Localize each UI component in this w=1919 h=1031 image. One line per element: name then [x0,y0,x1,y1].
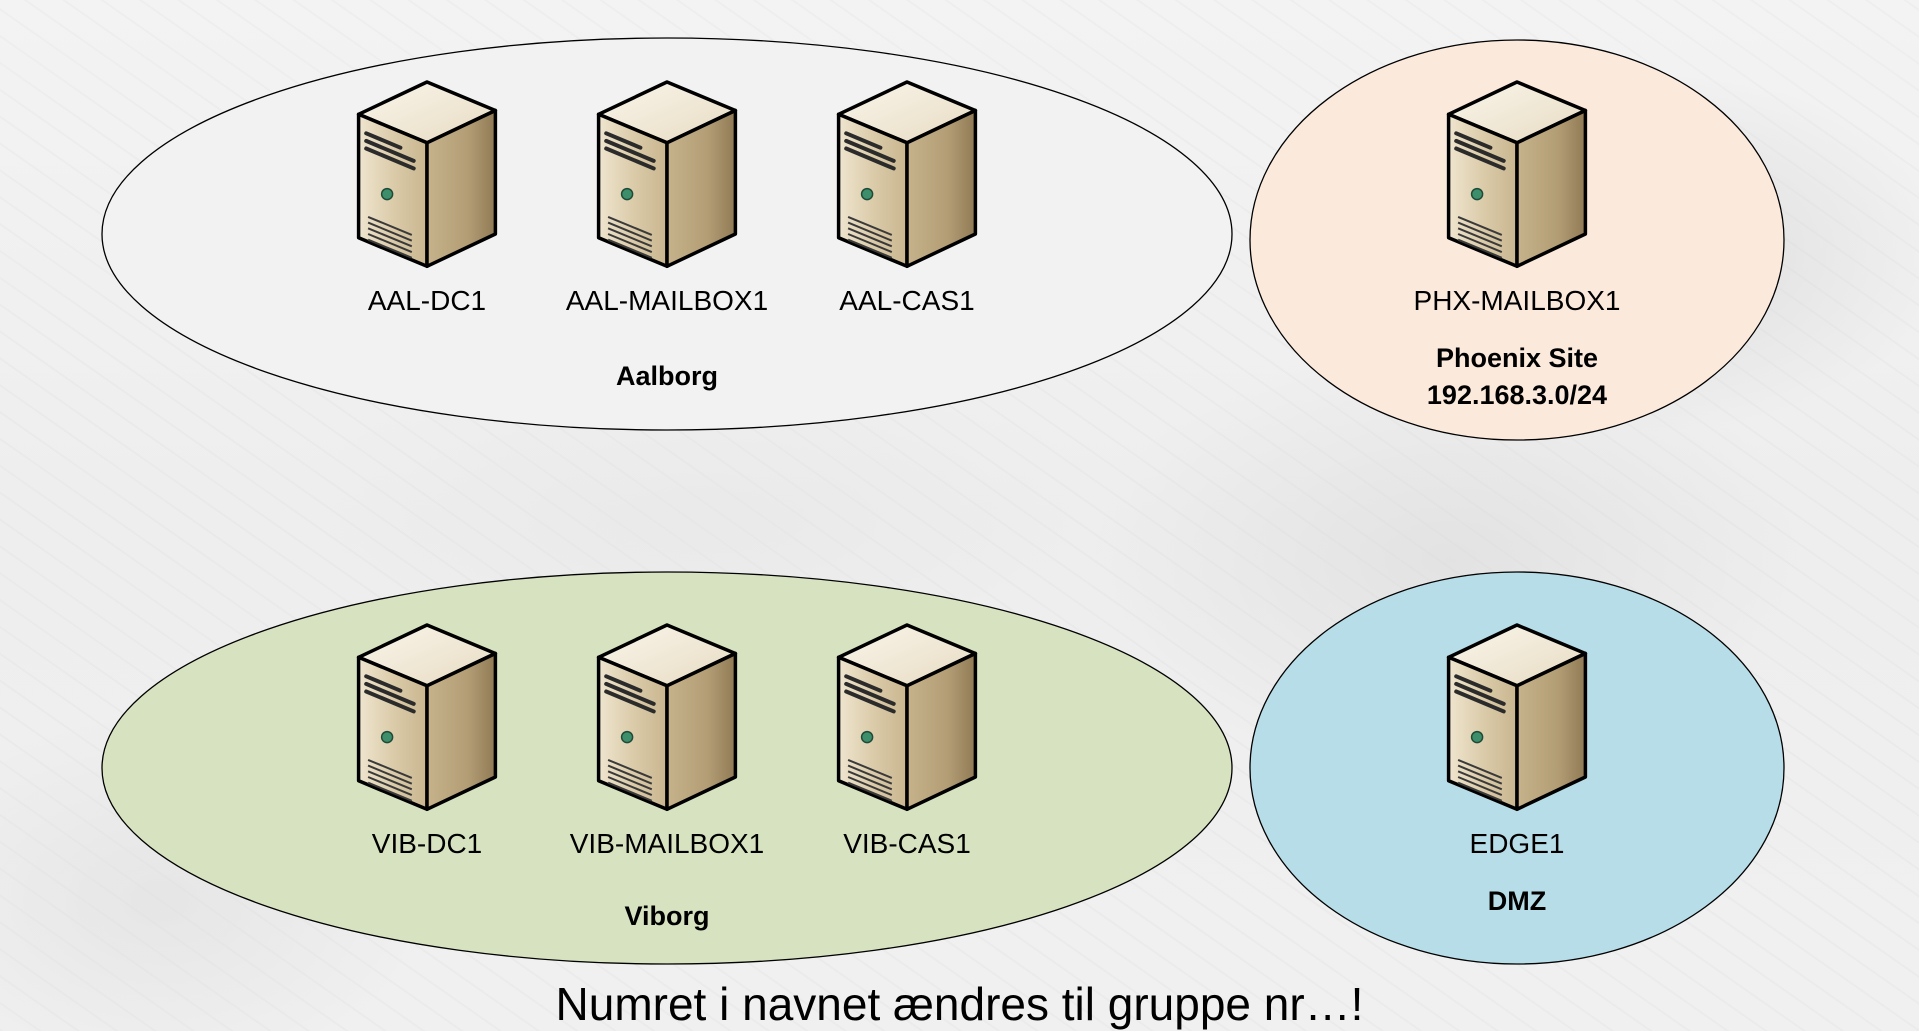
server-name-vib-cas1: VIB-CAS1 [843,828,971,859]
server-icon [1446,80,1588,269]
site-aalborg-label: Aalborg [616,361,718,391]
server-icon [836,80,978,269]
server-icon [1446,623,1588,812]
server-name-aal-mailbox1: AAL-MAILBOX1 [566,285,768,316]
server-name-edge1: EDGE1 [1470,828,1565,859]
server-name-vib-dc1: VIB-DC1 [372,828,482,859]
site-viborg-label: Viborg [624,901,709,931]
site-phoenix-label: Phoenix Site [1436,343,1598,373]
server-name-aal-dc1: AAL-DC1 [368,285,486,316]
server-name-vib-mailbox1: VIB-MAILBOX1 [570,828,765,859]
site-phoenix-subnet: 192.168.3.0/24 [1427,380,1607,410]
server-icon [836,623,978,812]
server-icon [356,80,498,269]
footer-note: Numret i navnet ændres til gruppe nr…! [555,978,1364,1030]
server-icon [596,80,738,269]
server-icon [596,623,738,812]
server-icon [356,623,498,812]
server-name-phx-mailbox1: PHX-MAILBOX1 [1414,285,1621,316]
site-dmz-label: DMZ [1488,886,1546,916]
server-name-aal-cas1: AAL-CAS1 [839,285,974,316]
